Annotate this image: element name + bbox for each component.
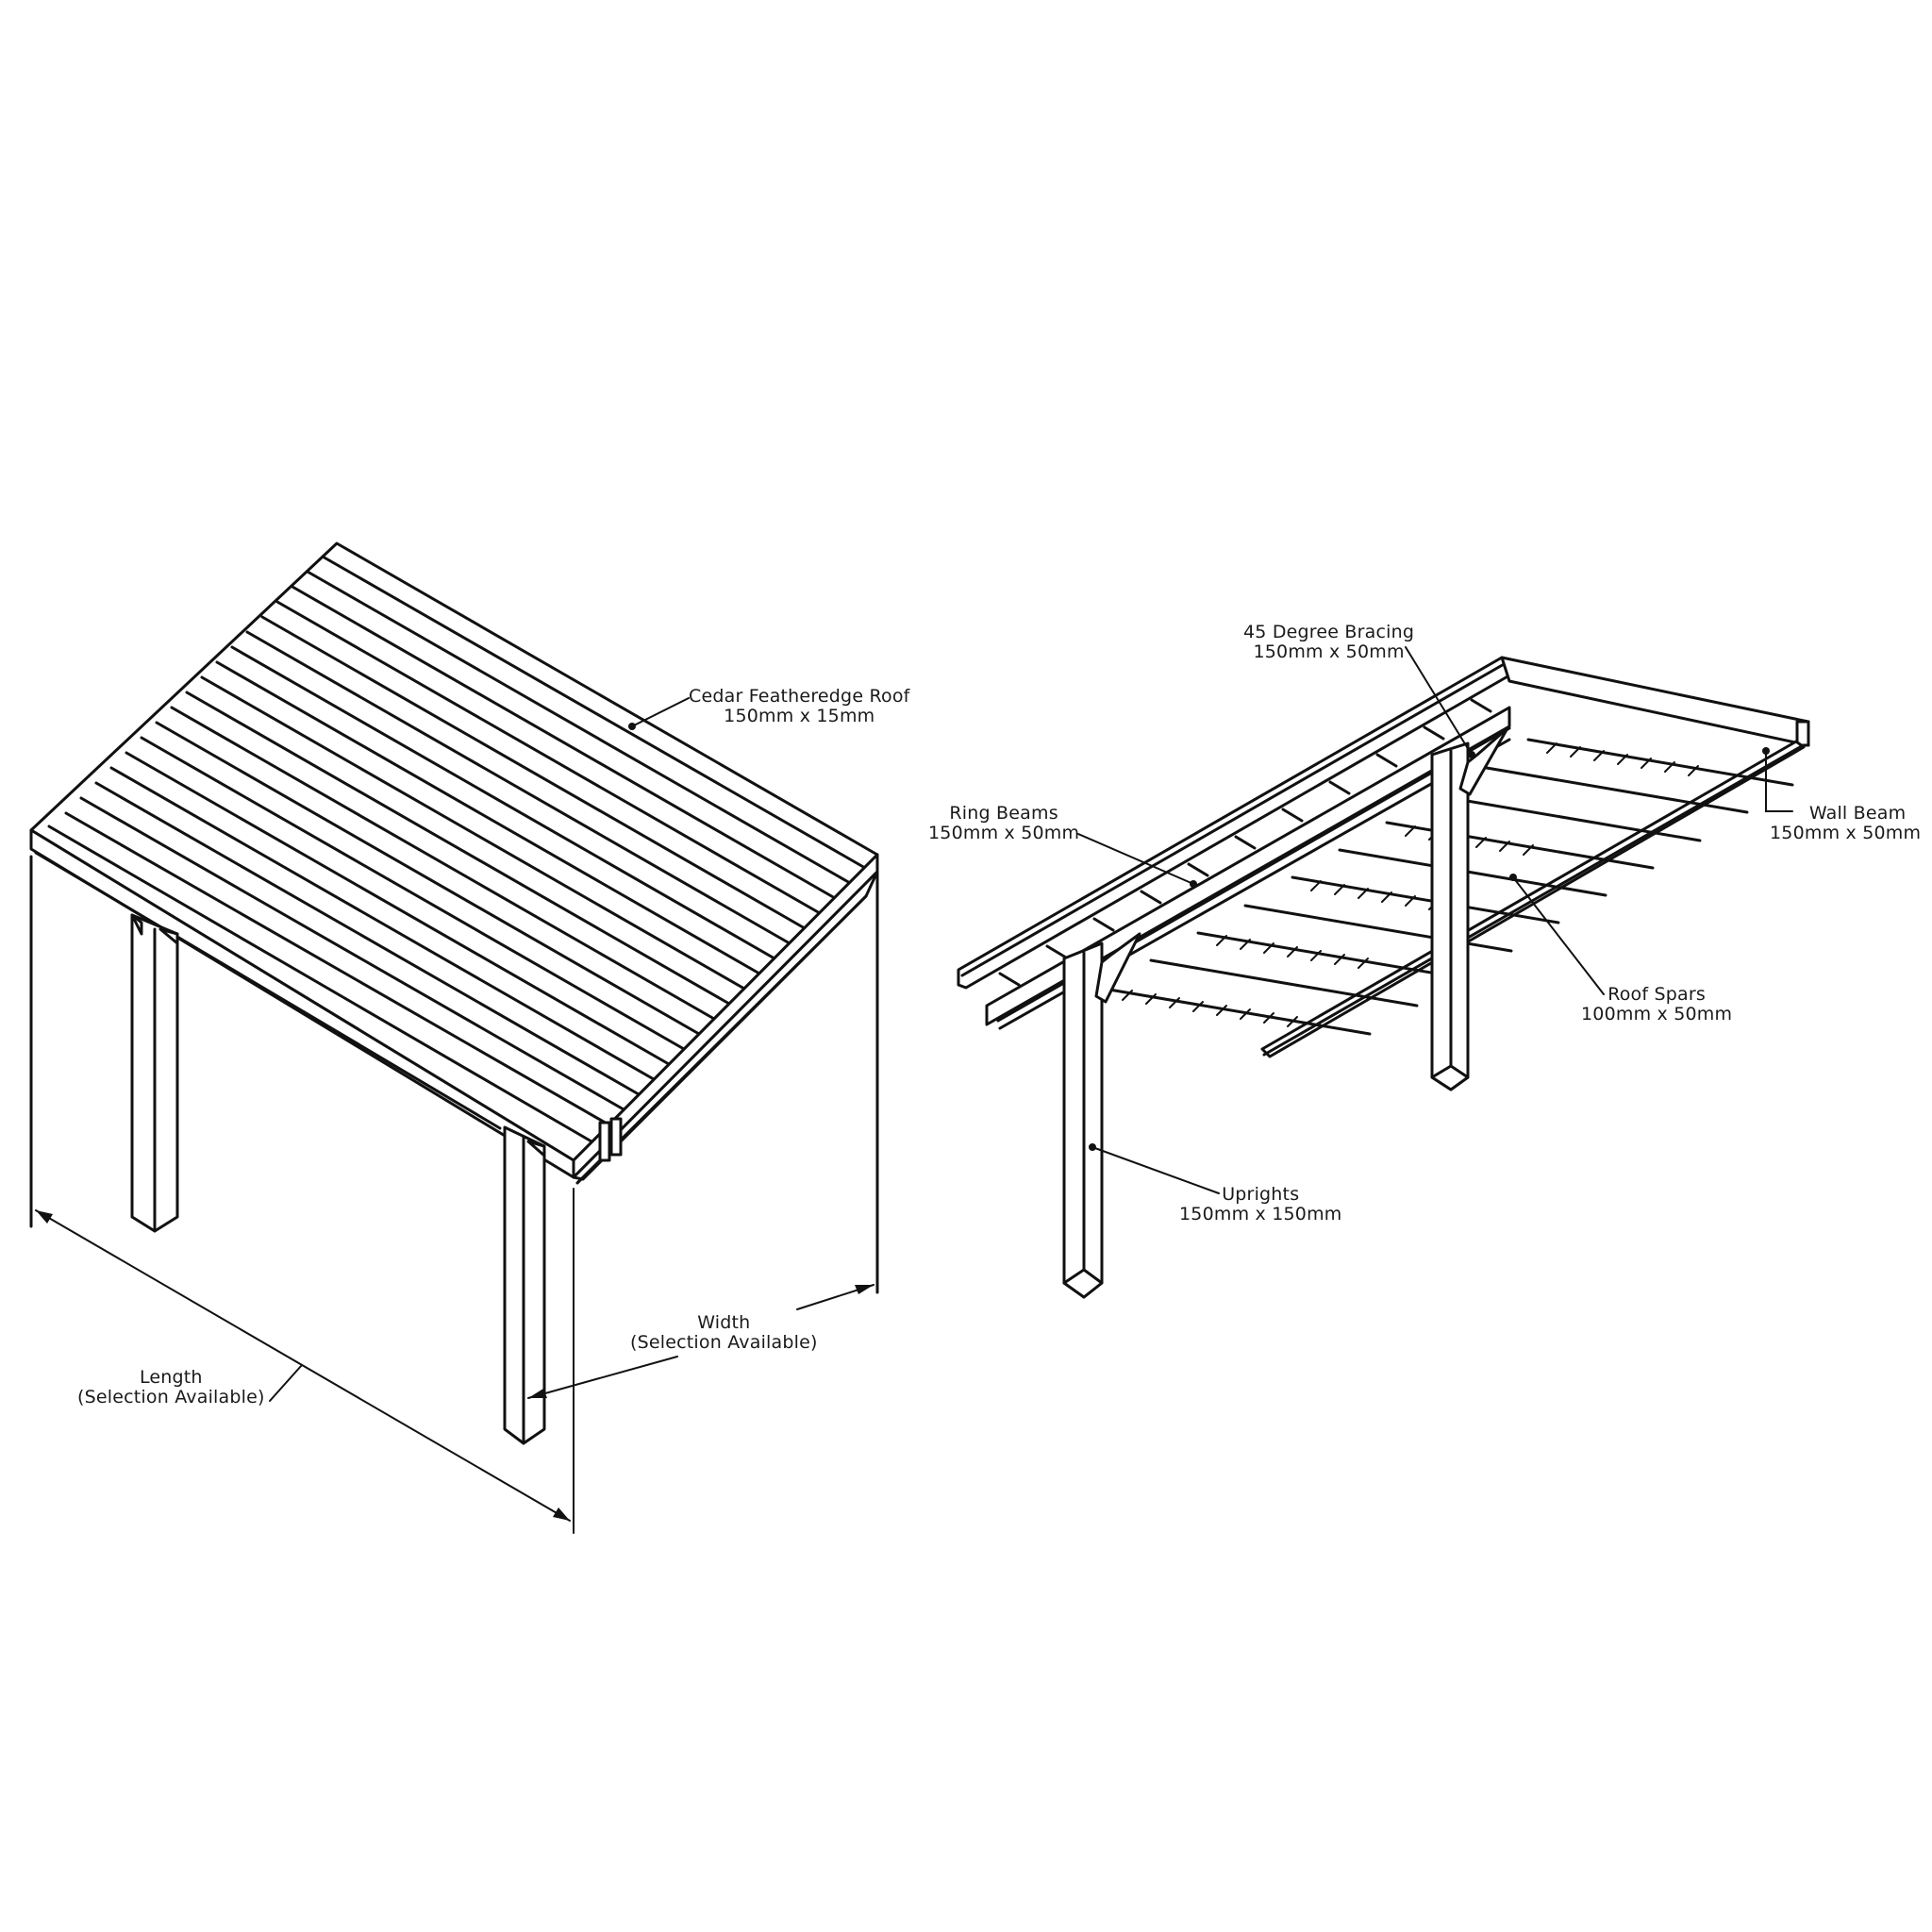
ring-beams-leader bbox=[1077, 833, 1194, 885]
wall-beam-leader bbox=[1765, 750, 1793, 812]
roof-label-name: Cedar Featheredge Roof bbox=[689, 686, 910, 707]
upright-rear-left bbox=[130, 913, 179, 1233]
wall-beam-top bbox=[1500, 656, 1810, 747]
roof-spars-label-size: 100mm x 50mm bbox=[1581, 1004, 1733, 1024]
roof-spars-leader bbox=[1512, 876, 1605, 995]
length-leader bbox=[269, 1364, 303, 1402]
roof-leader bbox=[631, 697, 690, 727]
upright-front-left bbox=[1062, 941, 1104, 1299]
label-wall-beam: Wall Beam 150mm x 50mm bbox=[1770, 804, 1921, 843]
right-frame-view bbox=[957, 646, 1810, 1299]
wall-beam-label-size: 150mm x 50mm bbox=[1770, 823, 1922, 843]
uprights-label-name: Uprights bbox=[1222, 1184, 1300, 1205]
upright-front bbox=[503, 1125, 546, 1445]
ring-beams-label-name: Ring Beams bbox=[949, 803, 1058, 824]
uprights-label-size: 150mm x 150mm bbox=[1179, 1204, 1342, 1224]
length-dimension-line bbox=[35, 1209, 571, 1522]
bracing-rear bbox=[1458, 726, 1509, 796]
label-uprights: Uprights 150mm x 150mm bbox=[1179, 1185, 1342, 1224]
label-length: Length (Selection Available) bbox=[77, 1368, 265, 1407]
width-leader-lower bbox=[527, 1356, 678, 1399]
bracing-label-size: 150mm x 50mm bbox=[1253, 641, 1405, 662]
upright-rear bbox=[1430, 741, 1470, 1091]
featheredge-boards bbox=[47, 555, 867, 1143]
wall-beam-label-name: Wall Beam bbox=[1808, 803, 1907, 824]
label-width: Width (Selection Available) bbox=[630, 1313, 818, 1353]
uprights-leader bbox=[1091, 1146, 1220, 1194]
length-label-name: Length bbox=[139, 1367, 203, 1388]
bracing-leader bbox=[1405, 646, 1473, 756]
width-label-name: Width bbox=[697, 1312, 751, 1333]
left-assembled-view bbox=[29, 541, 879, 1534]
label-45-degree-bracing: 45 Degree Bracing 150mm x 50mm bbox=[1243, 623, 1414, 662]
roof-spars-label-name: Roof Spars bbox=[1607, 984, 1706, 1005]
ring-beams-label-size: 150mm x 50mm bbox=[928, 823, 1080, 843]
length-label-note: (Selection Available) bbox=[77, 1387, 265, 1407]
label-ring-beams: Ring Beams 150mm x 50mm bbox=[928, 804, 1079, 843]
bracing-label-name: 45 Degree Bracing bbox=[1243, 622, 1415, 642]
roof-label-size: 150mm x 15mm bbox=[724, 706, 875, 726]
bracing-front bbox=[1094, 932, 1141, 1004]
width-label-note: (Selection Available) bbox=[630, 1332, 818, 1353]
spar-ends-top bbox=[998, 698, 1492, 987]
label-cedar-featheredge-roof: Cedar Featheredge Roof 150mm x 15mm bbox=[689, 687, 910, 726]
label-roof-spars: Roof Spars 100mm x 50mm bbox=[1581, 985, 1732, 1024]
